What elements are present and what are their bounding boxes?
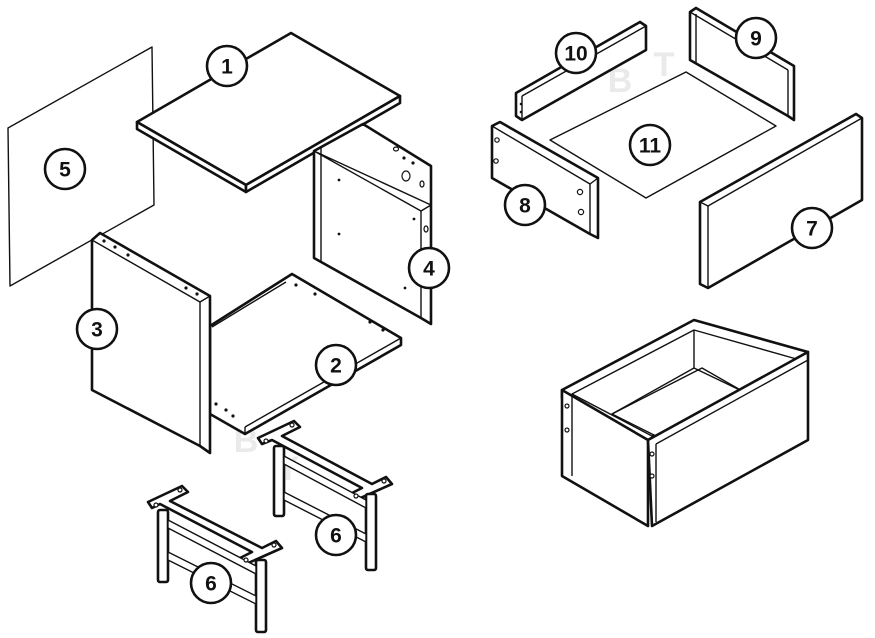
part-number: 7 — [806, 218, 818, 241]
part-number: 4 — [423, 258, 435, 281]
watermark-letter: T — [654, 46, 675, 84]
part-label-1: 1 — [205, 44, 249, 88]
part-number: 11 — [639, 135, 662, 158]
part-label-8: 8 — [503, 183, 547, 227]
part-label-11: 11 — [628, 123, 672, 167]
part-label-3: 3 — [75, 307, 119, 351]
part-number: 3 — [91, 319, 103, 342]
part-label-6: 6 — [314, 513, 358, 557]
right-side-panel — [312, 122, 433, 326]
leg-frame-front — [146, 484, 284, 634]
top-panel — [135, 31, 402, 194]
part-label-9: 9 — [734, 16, 778, 60]
part-label-10: 10 — [554, 31, 598, 75]
bottom-panel — [208, 272, 403, 436]
drawer-back-panel — [490, 120, 600, 240]
part-number: 1 — [221, 56, 233, 79]
left-side-panel — [90, 231, 212, 455]
part-label-4: 4 — [407, 246, 451, 290]
part-number: 2 — [330, 355, 342, 378]
drawer-front-panel — [698, 112, 864, 290]
part-label-6: 6 — [189, 561, 233, 605]
part-number: 5 — [59, 159, 71, 182]
part-label-2: 2 — [314, 343, 358, 387]
part-label-7: 7 — [790, 206, 834, 250]
part-label-5: 5 — [43, 147, 87, 191]
assembled-drawer — [560, 318, 810, 528]
part-number: 8 — [519, 195, 531, 218]
part-number: 10 — [564, 43, 587, 66]
part-number: 9 — [750, 28, 762, 51]
part-number: 6 — [205, 573, 217, 596]
drawer-right-side — [688, 6, 796, 122]
part-number: 6 — [330, 525, 342, 548]
